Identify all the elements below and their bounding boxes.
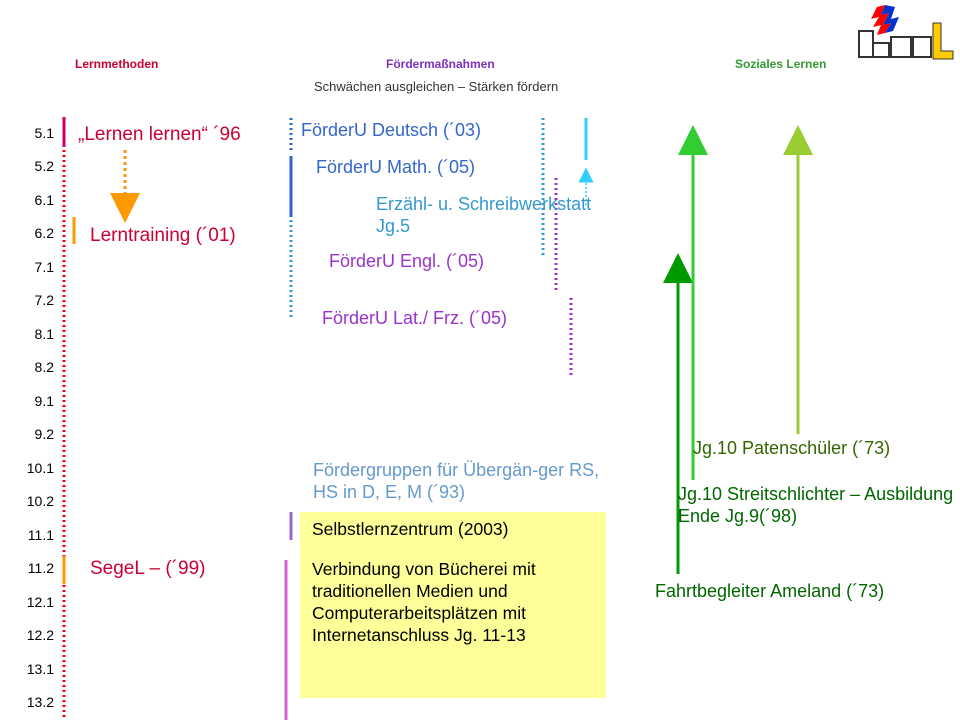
header-lernmethoden: Lernmethoden <box>75 57 159 71</box>
segel-label: SegeL – (´99) <box>90 558 206 579</box>
grade-label: 10.2 <box>26 493 54 509</box>
grade-label: 13.1 <box>26 661 54 677</box>
grade-label: 5.2 <box>34 158 54 174</box>
grade-label: 9.2 <box>34 426 54 442</box>
school-logo <box>858 5 954 60</box>
foerder-math-label: FörderU Math. (´05) <box>316 157 476 177</box>
selbstlernzentrum-text: Verbindung von Bücherei mit traditionell… <box>312 559 536 645</box>
header-foerder-subtitle: Schwächen ausgleichen – Stärken fördern <box>314 79 559 94</box>
grade-label: 11.1 <box>27 527 54 543</box>
selbstlernzentrum-title: Selbstlernzentrum (2003) <box>312 519 509 539</box>
lernen-lernen-label: „Lernen lernen“ ´96 <box>78 124 241 145</box>
foerdergruppen-label: Fördergruppen für Übergän-ger RS, HS in … <box>313 460 600 502</box>
fahrtbegleiter-label: Fahrtbegleiter Ameland (´73) <box>655 581 885 601</box>
streitschlichter-label: Jg.10 Streitschlichter – Ausbildung Ende… <box>678 484 954 526</box>
header-soziales-lernen: Soziales Lernen <box>735 57 827 71</box>
grade-label: 8.2 <box>34 359 54 375</box>
grade-label: 7.1 <box>34 259 54 275</box>
foerder-deutsch-label: FörderU Deutsch (´03) <box>301 120 482 140</box>
grade-label: 7.2 <box>34 292 54 308</box>
foerder-engl-label: FörderU Engl. (´05) <box>329 251 485 271</box>
patenschueler-label: Jg.10 Patenschüler (´73) <box>693 438 891 458</box>
grade-label: 10.1 <box>26 460 54 476</box>
grade-label: 6.1 <box>34 192 54 208</box>
grade-label: 12.1 <box>26 594 54 610</box>
lerntraining-label: Lerntraining (´01) <box>90 225 236 246</box>
grade-label: 9.1 <box>34 393 54 409</box>
header-foerdermassnahmen: Fördermaßnahmen <box>386 57 495 71</box>
grade-label: 6.2 <box>34 225 54 241</box>
grade-label: 12.2 <box>26 627 54 643</box>
grade-label: 11.2 <box>27 560 54 576</box>
grade-label: 8.1 <box>34 326 54 342</box>
selbstlernzentrum-box: Selbstlernzentrum (2003) Verbindung von … <box>300 512 606 698</box>
foerder-latfrz-label: FörderU Lat./ Frz. (´05) <box>322 308 508 328</box>
grade-label: 5.1 <box>34 125 54 141</box>
erzaehl-werkstatt-label: Erzähl- u. Schreibwerkstatt Jg.5 <box>376 194 592 236</box>
grade-label: 13.2 <box>26 694 54 710</box>
